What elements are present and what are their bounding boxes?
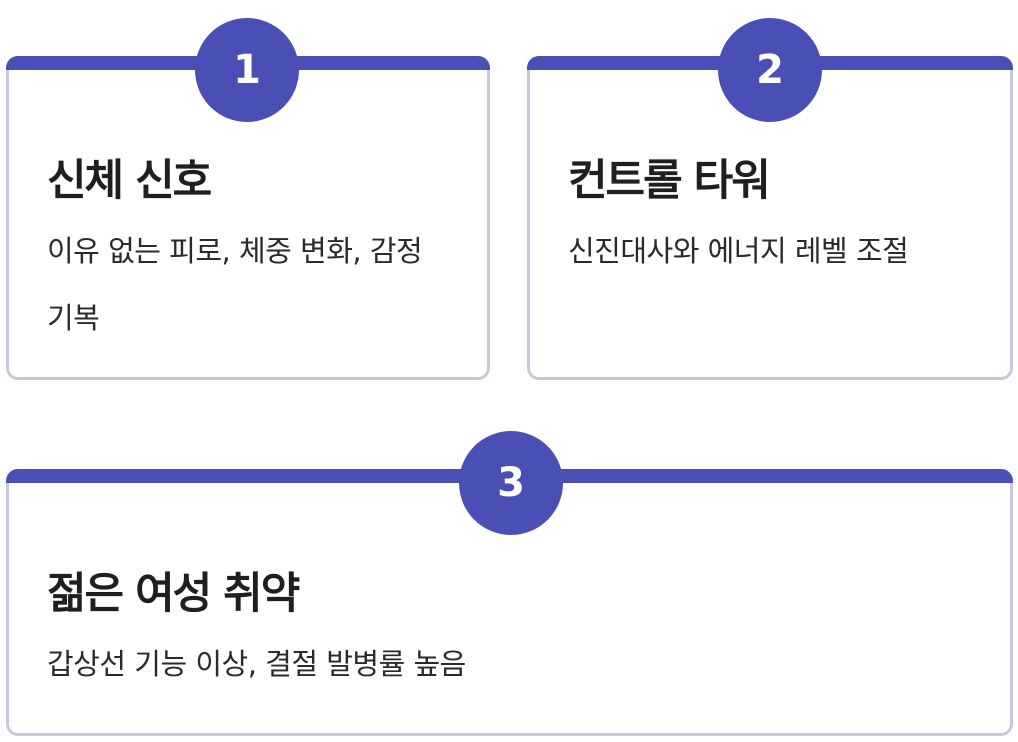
card-description: 갑상선 기능 이상, 결절 발병률 높음	[47, 647, 466, 681]
card-title: 컨트롤 타워	[568, 156, 771, 206]
card-description: 이유 없는 피로, 체중 변화, 감정 기복	[47, 234, 423, 335]
card-body-signals: 1 신체 신호 이유 없는 피로, 체중 변화, 감정 기복	[6, 18, 490, 380]
card-control-tower: 2 컨트롤 타워 신진대사와 에너지 레벨 조절	[527, 18, 1013, 380]
number-badge: 1	[195, 18, 299, 122]
number-badge: 3	[459, 431, 563, 535]
number-badge: 2	[718, 18, 822, 122]
card-title: 젊은 여성 취약	[47, 569, 300, 619]
card-young-women-vulnerable: 3 젊은 여성 취약 갑상선 기능 이상, 결절 발병률 높음	[6, 431, 1013, 736]
card-title: 신체 신호	[47, 156, 212, 206]
card-description: 신진대사와 에너지 레벨 조절	[568, 234, 909, 268]
